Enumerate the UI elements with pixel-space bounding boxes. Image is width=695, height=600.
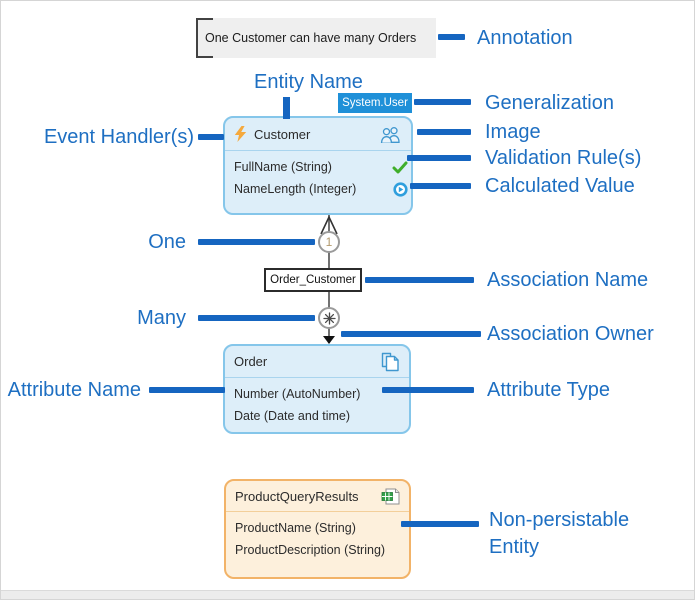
connector-attribute-name	[149, 387, 225, 393]
label-generalization: Generalization	[485, 92, 614, 114]
connector-event-handlers	[198, 134, 224, 140]
connector-entity-name	[283, 97, 290, 119]
entity-customer-header: Customer	[225, 118, 411, 151]
attribute-row: ProductName (String)	[235, 517, 409, 539]
connector-non-persistable	[401, 521, 479, 527]
label-non-persistable-entity: Non-persistable Entity	[489, 509, 630, 558]
attribute-row: NameLength (Integer)	[234, 178, 411, 200]
attribute-row: Date (Date and time)	[234, 405, 409, 427]
connector-association-owner	[341, 331, 481, 337]
multiplicity-many-circle	[318, 307, 340, 329]
validation-check-icon	[392, 161, 408, 174]
attribute-row: ProductDescription (String)	[235, 539, 409, 561]
users-icon	[380, 126, 400, 143]
spreadsheet-icon	[381, 488, 400, 504]
attribute-namelength: NameLength (Integer)	[234, 182, 357, 196]
entity-order-attributes: Number (AutoNumber) Date (Date and time)	[225, 378, 409, 427]
documents-icon	[381, 352, 399, 371]
multiplicity-one-circle: 1	[318, 231, 340, 253]
entity-order-header: Order	[225, 346, 409, 378]
connector-annotation	[438, 34, 465, 40]
attribute-row: FullName (String)	[234, 156, 411, 178]
label-event-handlers: Event Handler(s)	[43, 126, 194, 148]
label-calculated-value: Calculated Value	[485, 175, 635, 197]
entity-customer-attributes: FullName (String) NameLength (Integer)	[225, 151, 411, 200]
one-symbol: 1	[325, 235, 333, 249]
entity-order-name: Order	[234, 354, 268, 369]
label-validation-rules: Validation Rule(s)	[485, 147, 642, 169]
annotation-box: One Customer can have many Orders	[196, 18, 436, 58]
asterisk-icon	[322, 311, 336, 325]
association-name-text: Order_Customer	[270, 274, 356, 286]
connector-attribute-type	[382, 387, 474, 393]
connector-validation-rules	[407, 155, 471, 161]
entity-productqueryresults: ProductQueryResults ProductName (String)…	[224, 479, 411, 579]
entity-productqueryresults-name: ProductQueryResults	[235, 488, 359, 504]
label-association-name: Association Name	[487, 269, 649, 291]
label-association-owner: Association Owner	[487, 323, 654, 345]
connector-one	[198, 239, 315, 245]
annotation-text: One Customer can have many Orders	[205, 31, 417, 45]
bottom-border-strip	[1, 590, 694, 599]
label-attribute-name: Attribute Name	[7, 379, 141, 401]
association-owner-dot-icon	[323, 336, 335, 344]
calculated-value-icon	[393, 182, 408, 197]
entity-customer-name: Customer	[254, 126, 311, 142]
label-one: One	[148, 231, 186, 253]
entity-productqueryresults-header: ProductQueryResults	[226, 481, 409, 512]
entity-customer: Customer FullName (String) NameLength (I…	[223, 116, 413, 215]
entity-productqueryresults-attributes: ProductName (String) ProductDescription …	[226, 512, 409, 561]
attribute-number: Number (AutoNumber)	[234, 387, 361, 401]
connector-image	[417, 129, 471, 135]
connector-calculated-value	[410, 183, 471, 189]
attribute-row: Number (AutoNumber)	[234, 383, 409, 405]
label-many: Many	[137, 307, 186, 329]
label-attribute-type: Attribute Type	[487, 379, 611, 401]
label-annotation: Annotation	[477, 27, 573, 49]
annotation-bracket	[196, 18, 198, 58]
attribute-productdescription: ProductDescription (String)	[235, 543, 386, 557]
association-name-box: Order_Customer	[264, 268, 362, 292]
attribute-date: Date (Date and time)	[234, 409, 351, 423]
attribute-productname: ProductName (String)	[235, 521, 356, 535]
connector-generalization	[414, 99, 471, 105]
connector-association-name	[365, 277, 474, 283]
lightning-icon	[234, 126, 247, 142]
attribute-fullname: FullName (String)	[234, 160, 332, 174]
generalization-badge: System.User	[338, 93, 412, 113]
label-image: Image	[485, 121, 541, 143]
label-entity-name: Entity Name	[254, 71, 363, 93]
connector-many	[198, 315, 315, 321]
